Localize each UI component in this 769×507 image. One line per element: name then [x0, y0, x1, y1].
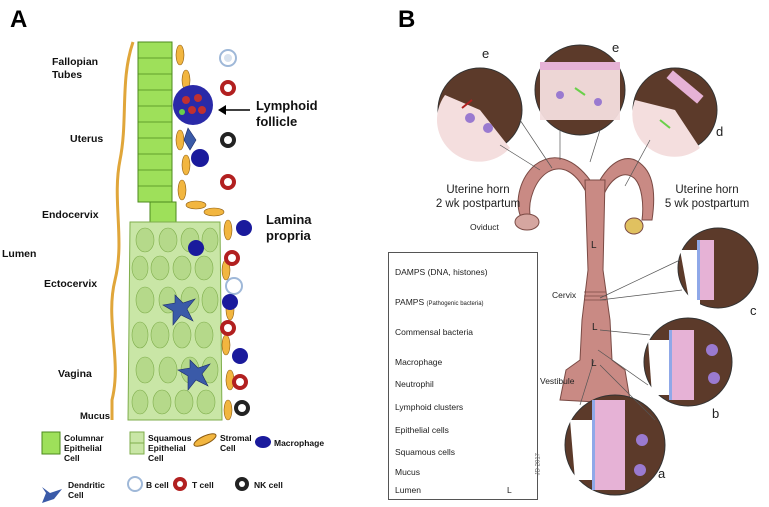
- label-fallopian-tubes: Fallopian Tubes: [52, 56, 99, 81]
- legend-pamps: PAMPS (Pathogenic bacteria): [395, 297, 484, 307]
- legend-damps: DAMPS (DNA, histones): [395, 267, 488, 277]
- label-cervix: Cervix: [552, 290, 577, 300]
- lumen-mark: L: [591, 240, 597, 251]
- panel-b-legend: DAMPS (DNA, histones) PAMPS (Pathogenic …: [388, 252, 541, 500]
- label-lumen: Lumen: [2, 248, 37, 260]
- legend-pamps-sub: (Pathogenic bacteria): [426, 301, 484, 307]
- panel-a-label: A: [10, 6, 28, 33]
- circle-letter-d: d: [716, 124, 724, 139]
- panel-a-legend-icons: [41, 431, 271, 503]
- circle-letter-e: e: [482, 46, 490, 61]
- circle-letter-c: c: [750, 303, 757, 318]
- legend-macrophage-b: Macrophage: [395, 357, 443, 367]
- circle-letter-a: a: [658, 466, 666, 481]
- label-ectocervix: Ectocervix: [44, 278, 98, 290]
- legend-squamous: Squamous Epithelial Cell: [148, 433, 192, 463]
- legend-lumen-symbol: L: [507, 485, 512, 495]
- lumen-mark: L: [592, 322, 598, 333]
- immune-cells: [188, 49, 252, 416]
- label-uterus: Uterus: [70, 133, 104, 145]
- legend-b-cell: B cell: [146, 480, 169, 490]
- circle-letter-e: e: [612, 40, 620, 55]
- circle-letter-b: b: [712, 406, 720, 421]
- legend-commensal: Commensal bacteria: [395, 327, 473, 337]
- legend-nk-cell: NK cell: [254, 480, 283, 490]
- lymphoid-follicle: [173, 85, 213, 125]
- panel-b-label: B: [398, 6, 416, 33]
- legend-t-cell: T cell: [192, 480, 214, 490]
- legend-macrophage: Macrophage: [274, 438, 325, 448]
- label-oviduct: Oviduct: [470, 222, 499, 232]
- zoom-circle-e1: [436, 67, 523, 162]
- zoom-circle-a: [564, 394, 666, 496]
- legend-epithelial: Epithelial cells: [395, 425, 449, 435]
- label-vagina: Vagina: [58, 368, 92, 380]
- label-mucus: Mucus: [80, 411, 111, 422]
- dendritic-cells: [162, 127, 211, 391]
- legend-lumen-b: Lumen: [395, 485, 421, 495]
- zoom-circle-d: [632, 67, 718, 157]
- label-lamina-propria: Lamina propria: [266, 212, 312, 243]
- label-endocervix: Endocervix: [42, 209, 99, 221]
- label-horn-left: Uterine horn 2 wk postpartum: [435, 184, 521, 210]
- zoom-circle-b: [643, 317, 733, 407]
- label-lymphoid-follicle: Lymphoid follicle: [256, 98, 318, 129]
- legend-squamous-b: Squamous cells: [395, 447, 456, 457]
- lumen-mark: L: [591, 358, 597, 369]
- zoom-circle-e2: [534, 44, 626, 136]
- reproductive-tract: [517, 157, 655, 403]
- legend-pamps-label: PAMPS: [395, 297, 425, 307]
- zoom-circle-c: [677, 227, 759, 309]
- legend-columnar: Columnar Epithelial Cell: [64, 433, 104, 463]
- legend-mucus-b: Mucus: [395, 467, 421, 477]
- label-horn-right: Uterine horn 5 wk postpartum: [664, 184, 750, 210]
- panel-a-diagram: [41, 41, 271, 503]
- legend-signature: JD 2017: [535, 453, 541, 476]
- columnar-epithelium: [137, 41, 177, 227]
- legend-dendritic: Dendritic Cell: [68, 480, 105, 500]
- legend-lymphoid: Lymphoid clusters: [395, 402, 464, 412]
- label-vestibule: Vestibule: [540, 376, 575, 386]
- legend-stromal: Stromal Cell: [220, 433, 252, 453]
- legend-neutrophil: Neutrophil: [395, 379, 434, 389]
